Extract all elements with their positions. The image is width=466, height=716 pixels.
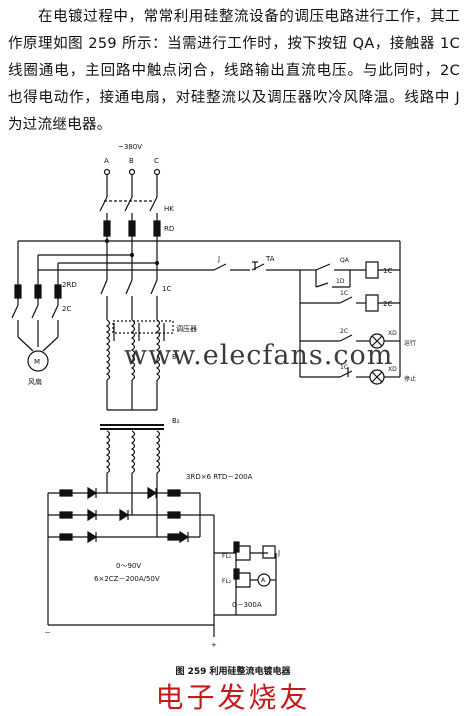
rectifier-spec-label: 3RD×6 RTD－200A (186, 473, 253, 481)
fan-label: 风扇 (28, 377, 42, 386)
xd-top-label: XD (388, 330, 397, 337)
b1-label: B₁ (172, 353, 180, 361)
qa-label: QA (340, 257, 350, 264)
two-rd-label: 2RD (62, 281, 77, 289)
voltage-range-label: 0～90V (116, 562, 141, 570)
figure-caption: 图 259 利用硅整流电镀电器 (175, 667, 291, 677)
watermark-logo-text: 电子发烧友 (155, 681, 311, 714)
two-c-aux-label: 2C (340, 328, 348, 335)
fan-fuses (15, 285, 61, 305)
circuit-diagram: ~380V A B C HK RD 2RD 2C (0, 143, 416, 649)
ammeter-label: A (261, 577, 266, 584)
xd-bottom-label: XD (388, 366, 397, 373)
description-paragraph: 在电镀过程中，常常利用硅整流设备的调压电路进行工作，其工作原理如图 259 所示… (8, 9, 460, 133)
hk-label: HK (164, 205, 174, 213)
fl1-label: FL₁ (222, 553, 232, 560)
knife-switch-hk (100, 197, 157, 221)
device-spec-label: 6×2CZ－200A/50V (94, 575, 160, 583)
one-c-nc-label: 1C (340, 364, 348, 371)
phase-b-label: B (129, 157, 134, 165)
transformer-b2 (100, 425, 164, 487)
phase-a-label: A (104, 157, 109, 165)
control-circuit (38, 241, 400, 384)
j-contact-label: J (217, 255, 220, 263)
fan-contactor-2c (12, 305, 58, 351)
ammeter-range-label: 0－300A (232, 601, 262, 609)
b2-label: B₂ (172, 417, 180, 425)
tap-lines (18, 240, 400, 286)
minus-terminal: － (44, 629, 51, 637)
watermark-url: www.elecfans.com (124, 340, 394, 371)
one-c-coil-label: 1C (383, 267, 392, 275)
ta-label: TA (265, 255, 275, 263)
j-relay-label: J (277, 549, 280, 557)
two-c-coil-label: 2C (383, 300, 392, 308)
fl2-label: FL₂ (222, 578, 232, 585)
one-d-label: 1D (336, 278, 345, 285)
rd-label: RD (164, 225, 174, 233)
stop-label: 停止 (404, 375, 416, 383)
one-c-label: 1C (162, 285, 171, 293)
phase-terminals (105, 170, 160, 198)
main-contactor-1c (101, 280, 157, 320)
rectifier-bridge (48, 487, 200, 542)
plus-terminal: + (211, 641, 217, 649)
main-fuses (104, 221, 160, 280)
two-c-label: 2C (62, 305, 71, 313)
voltage-label: ~380V (118, 143, 142, 151)
fan-motor-icon (28, 351, 48, 371)
regulator-b1 (107, 320, 173, 410)
run-label: 运行 (404, 339, 416, 347)
one-c-aux-label: 1C (340, 290, 348, 297)
svg-text:M: M (34, 358, 40, 366)
dc-output (48, 515, 276, 637)
phase-c-label: C (154, 157, 159, 165)
regulator-label: 调压器 (176, 324, 197, 333)
